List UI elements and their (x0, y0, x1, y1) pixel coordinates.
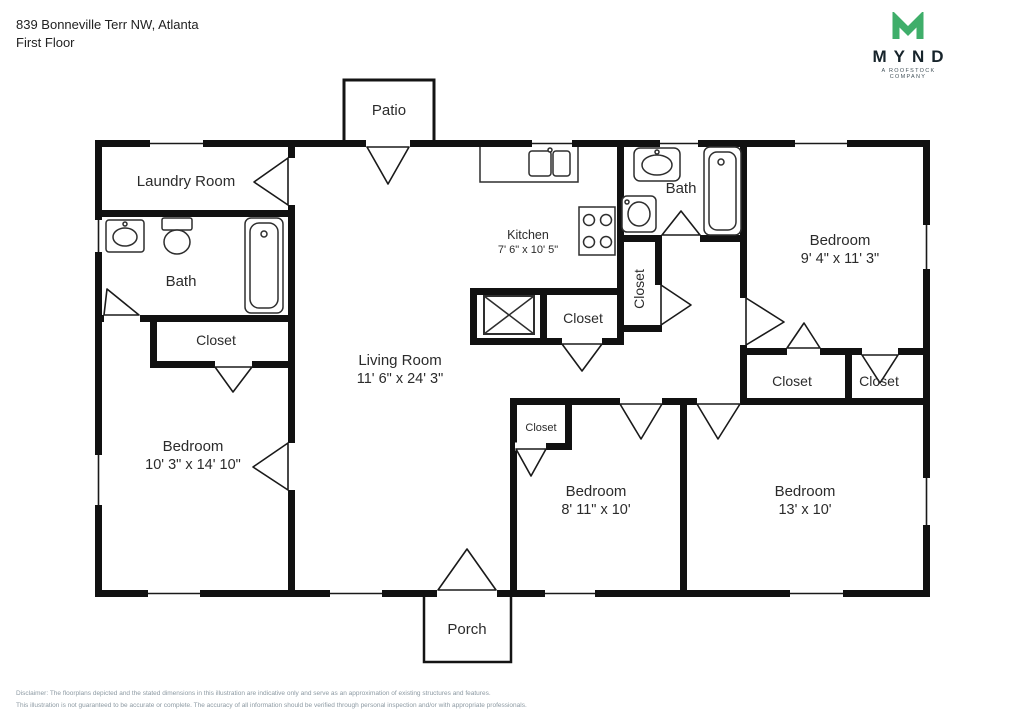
closet-bedroom-center-label: Closet (525, 422, 556, 434)
bedroom-bottom-right-label: Bedroom (775, 483, 836, 500)
porch-door (437, 548, 497, 591)
bedroom-bottom-center-label: Bedroom (566, 483, 627, 500)
patio-outline (342, 78, 436, 146)
closet-left-door (214, 366, 253, 393)
bedroom-left-label: Bedroom (163, 438, 224, 455)
porch-label: Porch (447, 621, 486, 638)
disclaimer-line-2: This illustration is not guaranteed to b… (16, 702, 527, 709)
closet-center-label: Closet (563, 310, 603, 326)
kitchen-label: Kitchen (507, 228, 549, 242)
bath-left-toilet (161, 217, 193, 255)
closet-right-2-label: Closet (859, 373, 899, 389)
living-room-dims: 11' 6" x 24' 3" (357, 371, 444, 387)
closet-bedroom-center-door (515, 448, 547, 477)
property-address: 839 Bonneville Terr NW, Atlanta (16, 17, 199, 32)
closet-right-2-door (861, 354, 899, 384)
bedroom-bottom-right-dims: 13' x 10' (778, 502, 831, 518)
closet-right-1-door (786, 322, 821, 349)
bedroom-top-right-label: Bedroom (810, 232, 871, 249)
bedroom-top-right-door (745, 297, 785, 346)
closet-hall-label: Closet (631, 269, 647, 309)
floor-label: First Floor (16, 35, 75, 50)
bath-left-tub (244, 217, 284, 314)
closet-left-label: Closet (196, 332, 236, 348)
bath-left-sink (105, 219, 145, 253)
mynd-tagline: A ROOFSTOCK COMPANY (881, 68, 936, 80)
bath-left-label: Bath (166, 273, 197, 290)
fixtures (105, 146, 742, 335)
bedroom-top-right-dims: 9' 4" x 11' 3" (801, 251, 879, 267)
kitchen-sink (528, 147, 571, 177)
mynd-logo: MYND A ROOFSTOCK COMPANY (862, 10, 954, 80)
kitchen-stove (578, 206, 616, 256)
room-labels: Patio Laundry Room Bath Closet Bedroom 1… (137, 102, 899, 638)
kitchen-dims: 7' 6" x 10' 5" (498, 244, 558, 256)
shower (483, 295, 535, 335)
laundry-label: Laundry Room (137, 173, 235, 190)
bath-left-door (103, 288, 140, 316)
laundry-door (253, 157, 289, 206)
door-openings (104, 139, 898, 598)
plan-header: 839 Bonneville Terr NW, Atlanta First Fl… (16, 16, 199, 52)
bedroom-bottom-right-door (696, 403, 741, 440)
disclaimer-line-1: Disclaimer: The floorplans depicted and … (16, 690, 491, 697)
bedroom-bottom-center-dims: 8' 11" x 10' (561, 502, 630, 518)
closet-hall-door (660, 284, 692, 326)
kitchen-counter (479, 147, 579, 183)
bedroom-left-dims: 10' 3" x 14' 10" (145, 457, 241, 473)
patio-label: Patio (372, 102, 406, 119)
mynd-wordmark: MYND (872, 47, 951, 66)
mynd-logo-icon (892, 10, 924, 39)
bath-top-door (661, 210, 701, 236)
disclaimer: Disclaimer: The floorplans depicted and … (16, 688, 527, 712)
windows (94, 139, 931, 598)
bedroom-left-door (252, 442, 289, 491)
closet-right-1-label: Closet (772, 373, 812, 389)
living-room-label: Living Room (358, 352, 441, 369)
bath-top-label: Bath (666, 180, 697, 197)
doors (103, 146, 899, 591)
bath-top-sink (633, 147, 681, 182)
bath-top-sink-2 (621, 195, 657, 233)
porch-outline (422, 592, 513, 664)
closet-center-door (561, 343, 603, 372)
bath-top-tub (703, 146, 742, 236)
bedroom-bottom-center-door (619, 403, 663, 440)
patio-door (366, 146, 410, 185)
